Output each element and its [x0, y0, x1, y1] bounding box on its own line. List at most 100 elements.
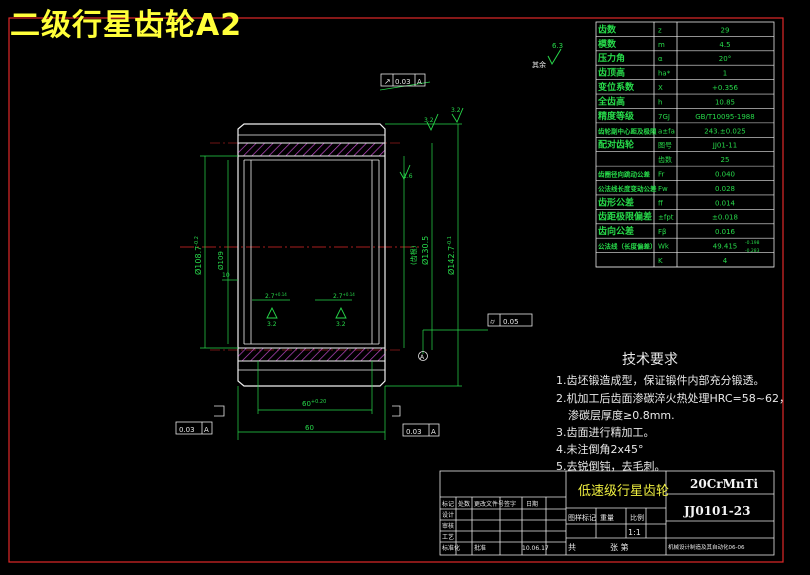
param-symbol: ha* [658, 70, 671, 78]
param-symbol: a±fa [658, 127, 675, 135]
param-name: 齿圈径向跳动公差 [598, 169, 651, 178]
dim-groove-left: 2.7+0.14 [265, 292, 287, 300]
dim-inner-dia-note: (齿根) [409, 245, 418, 265]
param-value: GB/T10095-1988 [695, 113, 754, 121]
header-date: 日期 [526, 500, 538, 508]
roughness-groove-2: 3.2 [336, 321, 346, 328]
title-block: 低速级行星齿轮 20CrMnTi JJ0101-23 图样标记 重量 比例 1:… [442, 477, 759, 552]
col-label-weight: 重量 [600, 514, 614, 522]
param-name: 压力角 [598, 52, 625, 64]
tech-req-title: 技术要求 [622, 352, 678, 368]
param-symbol: z [658, 26, 662, 34]
col-label-mark: 图样标记 [568, 513, 596, 522]
drawing-banner-title: 二级行星齿轮A2 [10, 8, 243, 43]
svg-text:⌭: ⌭ [490, 318, 495, 326]
param-value: JJ01-11 [712, 142, 737, 150]
sign-approve: 批准 [474, 544, 486, 552]
param-value: +0.356 [712, 84, 738, 92]
param-symbol: m [658, 41, 665, 49]
param-symbol: 图号 [658, 142, 672, 150]
dim-overall-width: 60 [305, 424, 314, 432]
sign-date: 10.06.17 [522, 545, 549, 552]
param-name: 齿距极限偏差 [598, 211, 652, 223]
dim-bore-dia: Ø108.7-0.2 [193, 236, 203, 275]
param-value: 10.85 [715, 98, 735, 106]
tech-req-item-4: 4.未注倒角2x45° [556, 442, 644, 456]
surface-finish-general: 其余 6.3 [532, 42, 563, 69]
param-value: 29 [721, 26, 730, 34]
dim-inner-width: 60+0.20 [302, 399, 326, 408]
tech-req-item-2: 2.机加工后齿面渗碳淬火热处理HRC=58~62， [556, 391, 790, 405]
param-value: 4 [723, 257, 728, 265]
param-name: 公法线长度变动公差 [598, 184, 657, 193]
datum-a-marker: A [418, 351, 428, 361]
technical-requirements: 技术要求 1.齿坯锻造成型，保证锻件内部充分锻透。 2.机加工后齿面渗碳淬火热处… [556, 352, 790, 473]
param-symbol: ±fpt [658, 214, 674, 222]
dim-step: 10 [222, 272, 230, 279]
param-symbol: Fw [658, 185, 668, 193]
roughness-top-2: 3.2 [451, 107, 461, 114]
tolerance-frame-parallel-right: 0.03 A [392, 405, 440, 437]
roughness-symbols [266, 107, 464, 319]
svg-text:↗: ↗ [384, 77, 391, 86]
param-symbol: Wk [658, 243, 670, 251]
tech-req-item-5: 5.去锐倒钝，去毛刺。 [556, 459, 666, 473]
parallel-right-value: 0.03 [406, 428, 422, 436]
param-value: 0.014 [715, 199, 736, 207]
param-value: 4.5 [719, 41, 730, 49]
param-name: 齿轮副中心距及极限 [598, 126, 657, 135]
tolerance-frame-cylindricity: ⌭ 0.05 [487, 313, 533, 327]
param-value: 243.±0.025 [704, 127, 746, 135]
surface-finish-value: 6.3 [552, 42, 563, 50]
tech-req-item-2b: 渗碳层厚度≥0.8mm. [568, 408, 675, 422]
dim-pitch-dia: Ø130.5 [420, 236, 430, 265]
parallel-left-datum: A [204, 426, 209, 434]
parallel-left-value: 0.03 [179, 426, 195, 434]
param-name: 齿顶高 [598, 67, 625, 79]
param-value: 25 [721, 156, 730, 164]
dim-groove-right: 2.7+0.14 [333, 292, 355, 300]
param-name: 全齿高 [597, 95, 625, 107]
tolerance-frame-parallel-left: 0.03 A [175, 405, 225, 435]
gear-section-view [180, 123, 420, 387]
param-name: 配对齿轮 [598, 139, 634, 151]
sheet-total: 共 [568, 543, 576, 552]
param-symbol: K [658, 257, 663, 265]
param-symbol: h [658, 98, 662, 106]
parallel-right-datum: A [431, 428, 436, 436]
param-value: ±0.018 [712, 214, 738, 222]
roughness-top-1: 3.2 [424, 117, 434, 124]
param-value: 0.040 [715, 170, 735, 178]
runout-value: 0.03 [395, 78, 411, 86]
title-block-grid [439, 470, 775, 556]
param-name: 精度等级 [598, 110, 635, 122]
sheet-of: 张 第 [610, 542, 629, 552]
wk-tol-lower: -0.283 [745, 248, 760, 254]
param-symbol: ff [658, 199, 663, 207]
col-label-scale: 比例 [630, 513, 644, 522]
param-name: 公法线（长度偏差） [598, 242, 657, 251]
dimension-lines [200, 81, 488, 440]
material: 20CrMnTi [690, 477, 759, 491]
header-mark: 标记 [442, 500, 454, 508]
param-name: 齿数 [598, 23, 617, 35]
roughness-mid: 1.6 [403, 173, 413, 180]
datum-a-label: A [420, 354, 425, 361]
surface-finish-label: 其余 [532, 60, 546, 69]
runout-datum: A [417, 78, 422, 86]
scale-value: 1:1 [628, 528, 641, 537]
part-name: 低速级行星齿轮 [578, 484, 669, 499]
param-symbol: Fr [658, 170, 665, 178]
sign-review: 审核 [442, 522, 454, 530]
param-value: 49.415 [713, 243, 738, 251]
sign-process: 工艺 [442, 533, 454, 541]
param-name: 变位系数 [598, 81, 635, 93]
param-name: 齿向公差 [598, 225, 634, 237]
dimension-texts: Ø108.7-0.2 Ø109 (齿根) Ø130.5 Ø142.7-0.1 6… [193, 236, 456, 432]
tech-req-item-3: 3.齿面进行精加工。 [556, 426, 655, 439]
sign-standard: 标准化 [442, 544, 460, 552]
param-symbol: Fβ [658, 228, 667, 236]
roughness-groove-1: 3.2 [267, 321, 277, 328]
